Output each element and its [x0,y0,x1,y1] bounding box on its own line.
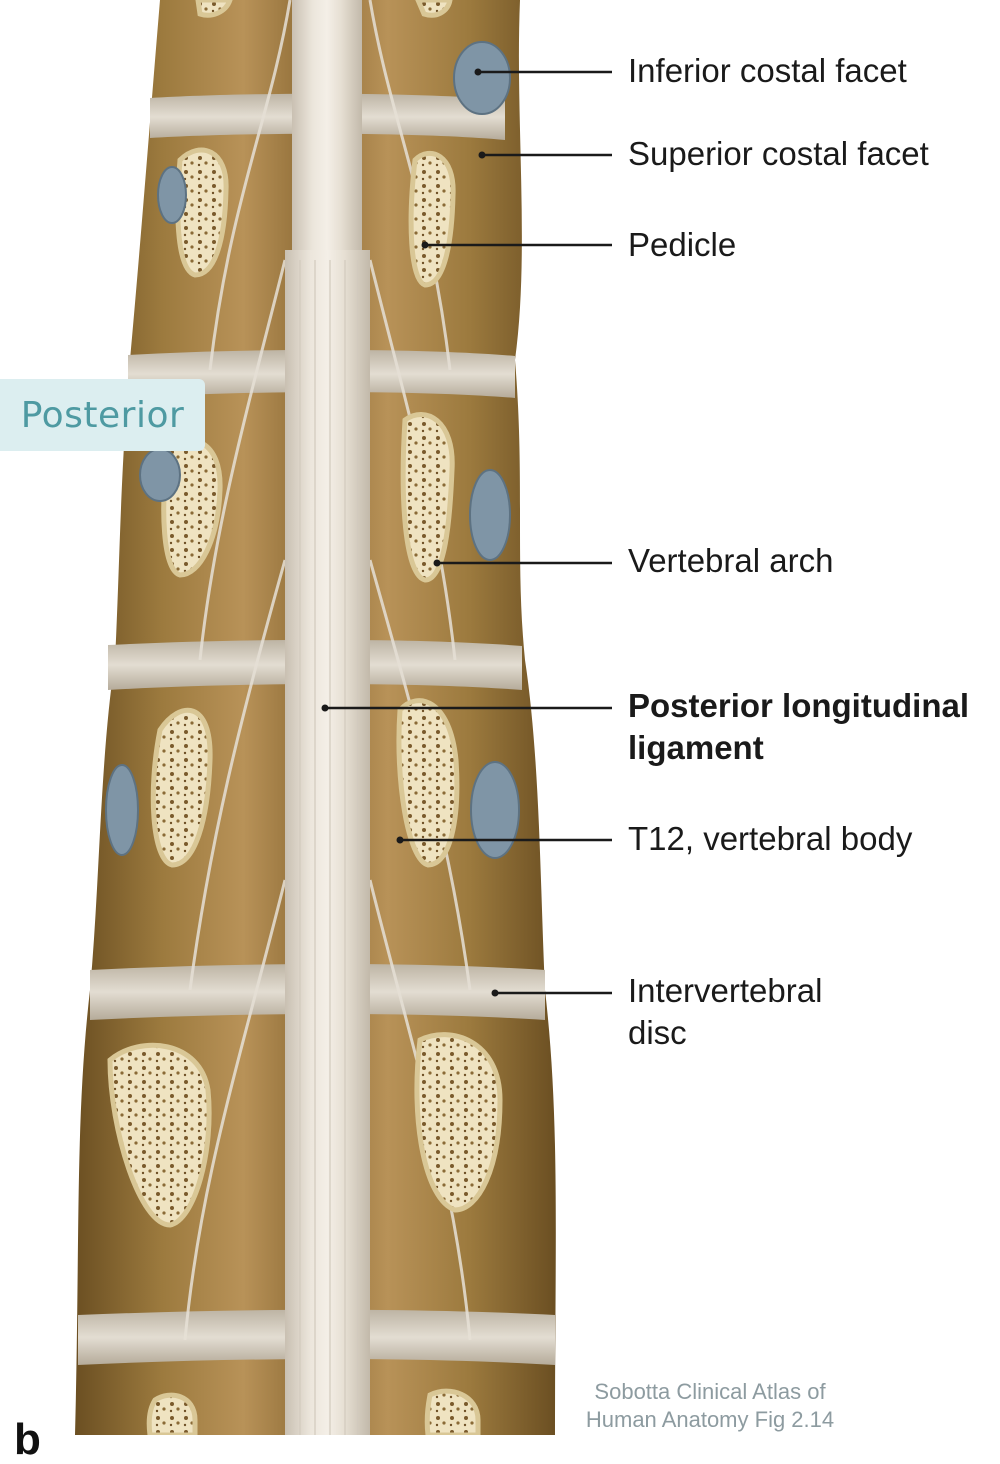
label-posterior-longitudinal-ligament: Posterior longitudinal ligament [628,685,969,769]
credit-line2: Human Anatomy Fig 2.14 [585,1407,835,1432]
label-intervertebral-disc-line1: Intervertebral [628,972,823,1009]
posterior-view-tab: Posterior [0,379,205,451]
panel-letter: b [14,1415,41,1464]
pedicle-sections [107,0,503,1435]
label-superior-costal-facet: Superior costal facet [628,135,929,172]
leader-lines [325,70,612,995]
label-intervertebral-disc: Intervertebral disc [628,970,822,1054]
posterior-view-label: Posterior [20,394,185,436]
figure-credit: Sobotta Clinical Atlas of Human Anatomy … [560,1378,860,1434]
label-pedicle: Pedicle [628,226,737,263]
label-vertebral-arch: Vertebral arch [628,542,834,579]
label-t12-vertebral-body: T12, vertebral body [628,820,913,857]
label-inferior-costal-facet: Inferior costal facet [628,52,907,89]
posterior-longitudinal-ligament-band [285,250,370,1435]
credit-line1: Sobotta Clinical Atlas of [594,1379,826,1404]
label-intervertebral-disc-line2: disc [628,1014,687,1051]
label-posterior-longitudinal-ligament-line1: Posterior longitudinal [628,687,970,724]
leader-endpoints [321,68,499,997]
ligament-upper-band [292,0,362,250]
label-posterior-longitudinal-ligament-line2: ligament [628,729,764,766]
costal-facets [105,41,520,859]
